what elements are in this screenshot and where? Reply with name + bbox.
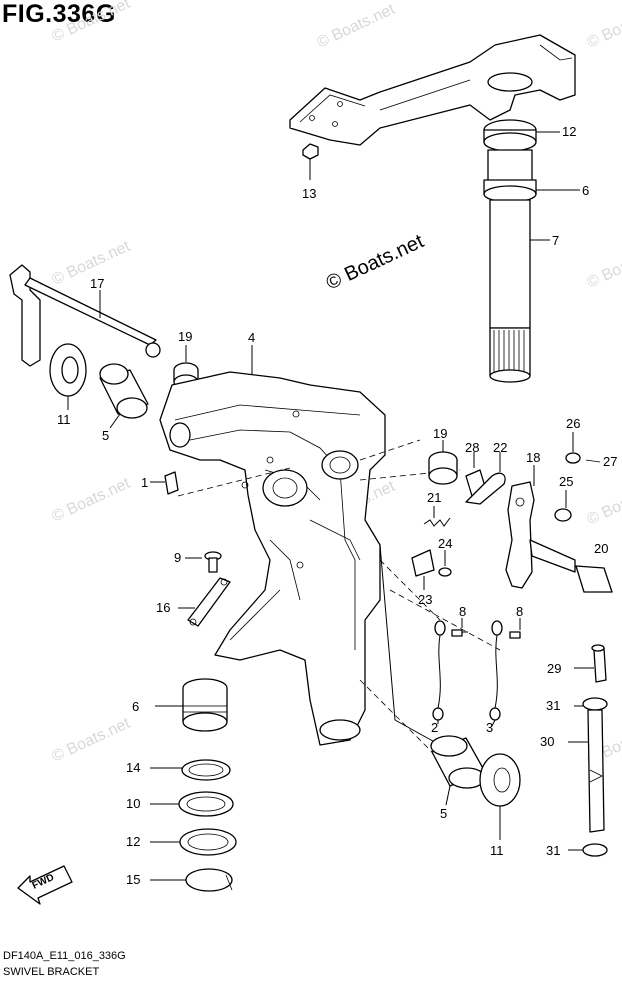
watermark: © Boats.net (585, 241, 622, 292)
screw-9 (185, 551, 222, 573)
callout: 29 (547, 661, 561, 676)
diagram-name: SWIVEL BRACKET (3, 966, 100, 978)
callout: 13 (302, 186, 316, 201)
callout: 12 (126, 834, 140, 849)
lock-assembly (411, 440, 506, 590)
callout: 2 (431, 720, 438, 735)
callout: 24 (438, 536, 452, 551)
callout: 19 (433, 426, 447, 441)
diagram-code: DF140A_E11_016_336G (3, 950, 126, 962)
watermark: © Boats.net (585, 1, 622, 52)
steering-bracket (289, 34, 576, 180)
callout: 22 (493, 440, 507, 455)
callout: 8 (516, 604, 523, 619)
callout: 11 (490, 843, 504, 858)
callout: 25 (559, 474, 573, 489)
left-washer-bushing (49, 343, 149, 429)
callout: 11 (57, 412, 71, 427)
tube-assembly (568, 644, 608, 857)
tilt-lock-lever (505, 432, 613, 593)
callout: 31 (546, 843, 560, 858)
tilt-rod (9, 264, 161, 367)
callout: 5 (440, 806, 447, 821)
earth-leads (432, 618, 521, 727)
callout: 14 (126, 760, 140, 775)
callout: 5 (102, 428, 109, 443)
callout: 20 (594, 541, 608, 556)
left-bushing-stack (150, 678, 237, 892)
watermark: © Boats.net (585, 478, 622, 529)
bolt-1 (150, 471, 179, 495)
callout: 12 (562, 124, 576, 139)
assembly-lines (177, 439, 501, 761)
watermark: © Boats.net (50, 0, 134, 46)
callout: 3 (486, 720, 493, 735)
callout: 9 (174, 550, 181, 565)
callout: 26 (566, 416, 580, 431)
callout: 27 (603, 454, 617, 469)
watermark-main: © Boats.net (323, 230, 428, 294)
callout: 7 (552, 233, 559, 248)
callout: 10 (126, 796, 140, 811)
callout: 8 (459, 604, 466, 619)
watermark: © Boats.net (50, 475, 134, 526)
callout: 15 (126, 872, 140, 887)
callout: 28 (465, 440, 479, 455)
callout: 17 (90, 276, 104, 291)
callout: 19 (178, 329, 192, 344)
callout: 31 (546, 698, 560, 713)
callout: 6 (132, 699, 139, 714)
fwd-arrow: FWD (17, 865, 73, 905)
callout: 1 (141, 475, 148, 490)
callout: 4 (248, 330, 255, 345)
watermark: © Boats.net (50, 715, 134, 766)
swivel-bracket-body (159, 345, 386, 746)
callout: 30 (540, 734, 554, 749)
callout: 18 (526, 450, 540, 465)
callout: 16 (156, 600, 170, 615)
bracket-16 (178, 577, 231, 627)
callout: 21 (427, 490, 441, 505)
callout-labels: 1 2 3 4 5 5 6 6 7 8 8 9 10 11 11 12 12 1… (57, 124, 617, 887)
watermark: © Boats.net (315, 1, 399, 52)
steering-shaft (483, 119, 580, 383)
right-bushing-washer (430, 735, 521, 840)
callout: 23 (418, 592, 432, 607)
figure-title: FIG.336G (2, 0, 116, 28)
callout: 6 (582, 183, 589, 198)
